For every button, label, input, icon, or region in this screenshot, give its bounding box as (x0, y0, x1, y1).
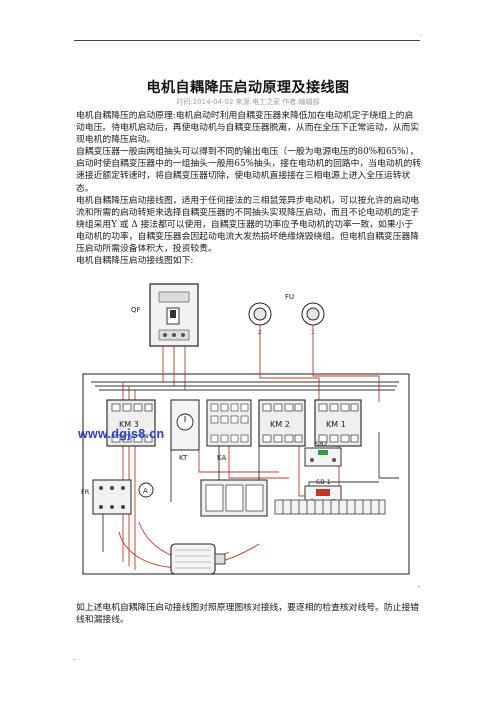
fu-fuses (248, 302, 325, 326)
kt-label: KT (179, 454, 188, 462)
article-meta: 时间:2014-04-02 来源:电工之家 作者:编辑部 (176, 98, 320, 106)
sb2-button (304, 447, 342, 467)
closing-text: 如上述电机自耦降压启动接线图对照原理图核对接线，要逐相的检查核对线号。防止接错线… (76, 602, 422, 626)
footer-dot: . (73, 654, 76, 662)
paragraph-4: 电机自耦降压启动接线图如下: (76, 256, 194, 267)
fr-overload (92, 479, 132, 515)
page-title: 电机自耦降压启动原理及接线图 (146, 80, 350, 96)
red-wires (118, 325, 380, 570)
wiring-diagram: QF FU 2 1 (81, 283, 410, 575)
paragraph-2: 自耦变压器一般由两组抽头可以得到不同的输出电压（一般为电源电压的80%和65%）… (76, 147, 422, 194)
terminal-strip (274, 499, 386, 515)
ka-label: KA (217, 454, 226, 462)
qf-label: QF (131, 306, 141, 314)
panel-outline (82, 373, 410, 575)
paragraph-3: 电机自耦降压启动接线图，适用于任何接法的三相鼠笼异步电动机，可以按允许的启动电流… (76, 195, 420, 255)
km1-label: KM 1 (326, 420, 346, 429)
qf-breaker (149, 283, 199, 347)
diagram-mark: - (418, 583, 421, 591)
ammeter-label: A (143, 487, 148, 495)
header-rule (74, 40, 420, 41)
closing-paragraph: 如上述电机自耦降压启动接线图对照原理图核对接线，要逐相的检查核对线号。防止接错线… (76, 603, 420, 626)
fr-label: FR (81, 488, 90, 496)
fu-label: FU (285, 293, 294, 301)
km3-label: KM 3 (119, 420, 139, 429)
autotransformer (200, 479, 268, 517)
km1-contactor (314, 399, 362, 447)
km3-contactor (106, 399, 156, 447)
ka-relay (206, 399, 252, 447)
sb2-label: SB2 (315, 440, 328, 448)
sb1-label: SB 1 (316, 478, 331, 486)
header-dot: . (420, 30, 423, 38)
ammeter (138, 482, 154, 498)
article-body: 电机自耦降压的启动原理:电机启动时利用自耦变压器来降低加在电动机定子绕组上的启动… (76, 110, 422, 267)
motor (170, 543, 226, 575)
km2-label: KM 2 (270, 420, 290, 429)
km2-contactor (258, 399, 306, 447)
watermark: www.dgjs8.cn (78, 427, 165, 441)
kt-timer (170, 399, 200, 451)
paragraph-1: 电机自耦降压的启动原理:电机启动时利用自耦变压器来降低加在电动机定子绕组上的启动… (76, 111, 420, 146)
